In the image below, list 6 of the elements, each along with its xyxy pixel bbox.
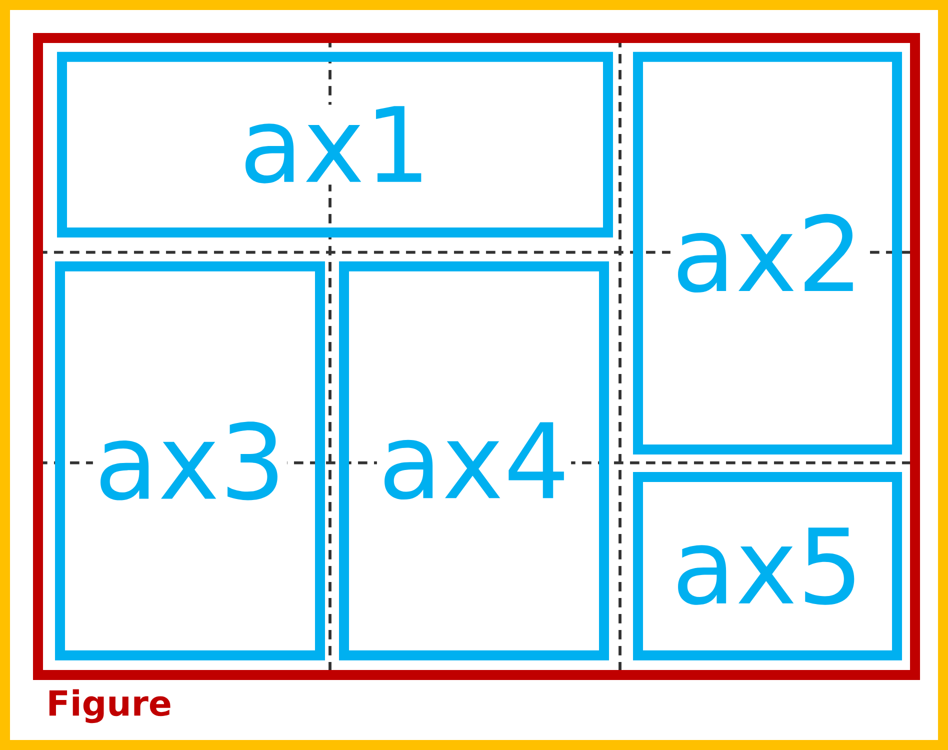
axes-box: ax5: [633, 472, 902, 660]
node-label: Figure: [49, 689, 170, 724]
axes-box: ax3: [55, 261, 325, 660]
axes-box: ax1: [57, 52, 613, 238]
axes-box: ax2: [633, 52, 902, 455]
axes-box: ax4: [339, 261, 609, 660]
